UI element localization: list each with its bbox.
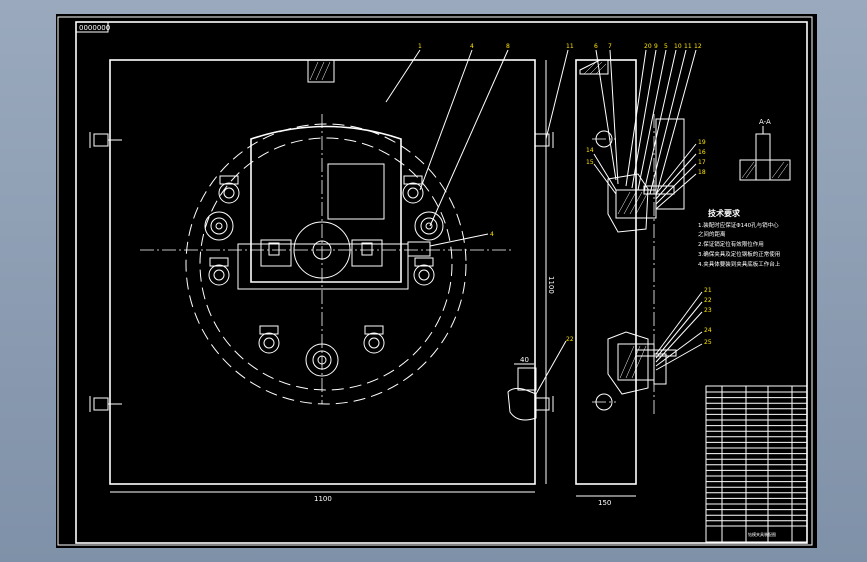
balloon-19: 19	[698, 139, 706, 146]
balloon-20: 20	[644, 43, 652, 50]
cad-drawing-sheet: 0000000	[56, 14, 817, 548]
clamp-jaw-right	[361, 242, 373, 256]
balloon-17: 17	[698, 159, 706, 166]
balloon-22: 22	[704, 297, 712, 304]
cad-drawing: 0000000	[57, 16, 813, 546]
pointer-block	[407, 241, 431, 257]
body-window	[327, 163, 385, 220]
balloon-8: 8	[506, 43, 510, 50]
inner-frame	[75, 21, 808, 544]
balloon-9: 9	[654, 43, 658, 50]
edge-clamps	[89, 132, 554, 412]
center-bore	[293, 221, 351, 279]
inner-pitch-circle	[199, 137, 453, 391]
balloon-18: 18	[698, 169, 706, 176]
tech-req-1: 1.装配时应保证Φ140孔与销中心	[698, 221, 779, 229]
balloon-11b: 11	[684, 43, 692, 50]
technical-requirements: 技术要求 1.装配时应保证Φ140孔与销中心 之间的距离 2.保证销定位有效限位…	[698, 208, 781, 268]
balloon-25: 25	[704, 339, 712, 346]
body-base	[237, 243, 409, 290]
side-dim-text: 150	[598, 499, 611, 507]
tech-req-3: 3.确保夹具及定位钢板的正常使用	[698, 250, 780, 258]
top-slot	[307, 59, 335, 83]
balloon-14: 14	[586, 147, 594, 154]
balloon-21: 21	[704, 287, 712, 294]
stamp-text: 0000000	[79, 24, 110, 32]
balloon-24: 24	[704, 327, 712, 334]
tech-req-4: 4.夹具体要装到夹具底板工作台上	[698, 260, 781, 268]
tech-req-title: 技术要求	[708, 208, 741, 218]
fixture-body	[250, 125, 402, 283]
clamp-jaw-left	[268, 242, 280, 256]
height-dim-text: 1100	[547, 276, 555, 294]
outer-border	[57, 16, 813, 546]
balloon-bolt: 22	[566, 336, 574, 343]
tech-req-2: 2.保证销定位有效限位作用	[698, 240, 764, 248]
tech-req-1b: 之间的距离	[698, 230, 726, 238]
locator-bosses	[204, 175, 444, 377]
section-label: A-A	[759, 118, 771, 126]
bolt-detail: 40	[507, 356, 537, 421]
width-dim-text: 1100	[314, 495, 332, 503]
pitch-circle	[185, 123, 467, 405]
clamp-block-right	[351, 239, 383, 267]
balloon-1: 1	[418, 43, 422, 50]
balloon-15: 15	[586, 159, 594, 166]
stamp-box	[75, 21, 109, 33]
balloon-6: 6	[594, 43, 598, 50]
side-plate	[575, 59, 637, 485]
front-view: 40 1100 1100	[89, 59, 555, 503]
balloon-pointer: 4	[490, 231, 494, 238]
clamp-block-left	[260, 239, 292, 267]
balloon-16: 16	[698, 149, 706, 156]
balloon-7: 7	[608, 43, 612, 50]
balloon-4: 4	[470, 43, 474, 50]
balloon-leaders	[385, 49, 703, 395]
side-view: 150	[575, 59, 685, 507]
balloon-5: 5	[664, 43, 668, 50]
balloon-10: 10	[674, 43, 682, 50]
section-detail: A-A	[739, 118, 791, 181]
center-bore-inner	[312, 240, 332, 260]
balloon-23: 23	[704, 307, 712, 314]
title-block: 钻模夹具装配图	[705, 385, 808, 543]
balloon-11a: 11	[566, 43, 574, 50]
bolt-dim-text: 40	[520, 356, 529, 364]
title-block-caption: 钻模夹具装配图	[748, 531, 776, 537]
balloon-12: 12	[694, 43, 702, 50]
side-top-hatch	[579, 59, 609, 75]
